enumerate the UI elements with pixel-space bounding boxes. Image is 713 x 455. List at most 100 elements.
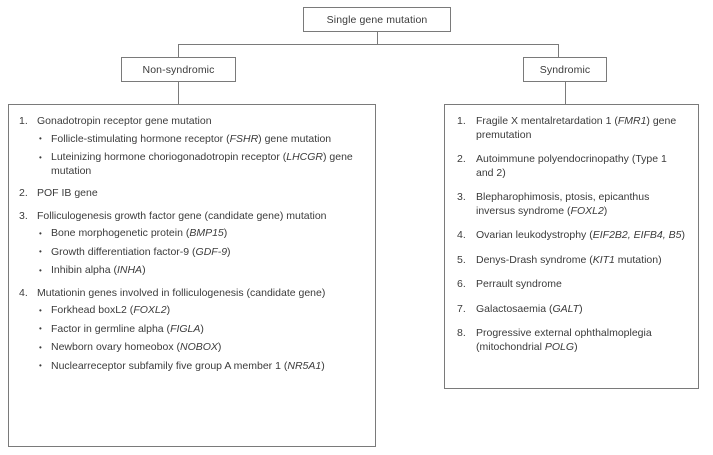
bullet-text-pre: Growth differentiation factor-9 ( <box>51 245 196 258</box>
sub-bullet-item: Factor in germline alpha (FIGLA) <box>37 322 363 337</box>
panel-syndromic-causes: 1. Fragile X mentalretardation 1 (FMR1) g… <box>444 104 699 389</box>
bullet-text-post: ) <box>166 304 171 316</box>
list-item: 3. Blepharophimosis, ptosis, epicanthus i… <box>457 191 686 218</box>
list-item-text-pre: Denys-Drash syndrome ( <box>476 253 593 266</box>
gene-symbol: GDF-9 <box>195 245 228 258</box>
sub-bullet-item: Bone morphogenetic protein (BMP15) <box>37 227 363 241</box>
bullet-text-pre: Follicle-stimulating hormone receptor ( <box>51 132 230 145</box>
sub-bullet-list: Bone morphogenetic protein (BMP15)Growth… <box>37 227 363 278</box>
node-single-gene-mutation: Single gene mutation <box>303 7 451 32</box>
list-item-text: Mutationin genes involved in folliculoge… <box>37 286 326 299</box>
node-non-syndromic-label: Non-syndromic <box>142 63 215 76</box>
list-item-text: Folliculogenesis growth factor gene (can… <box>37 209 327 222</box>
list-item: 2. Autoimmune polyendocrinopathy (Type 1 … <box>457 153 686 180</box>
list-item-number: 8. <box>457 327 466 339</box>
bullet-text-post: ) <box>217 341 222 353</box>
panel-non-syndromic-causes: 1. Gonadotropin receptor gene mutationFol… <box>8 104 376 447</box>
list-item-text-pre: Galactosaemia ( <box>476 302 553 315</box>
list-item: 6. Perrault syndrome <box>457 278 686 292</box>
bullet-text-post: ) <box>223 227 228 239</box>
bullet-text-pre: Inhibin alpha ( <box>51 264 117 276</box>
list-item-text-post: ) <box>574 340 578 353</box>
sub-bullet-item: Nuclearreceptor subfamily five group A m… <box>37 359 363 374</box>
list-item-number: 4. <box>19 286 28 299</box>
bullet-text-pre: Forkhead boxL2 ( <box>51 304 134 316</box>
sub-bullet-list: Follicle-stimulating hormone receptor (F… <box>37 132 363 179</box>
list-item-text-post: ) <box>603 204 608 217</box>
sub-bullet-item: Forkhead boxL2 (FOXL2) <box>37 304 363 318</box>
list-item-number: 7. <box>457 302 466 315</box>
connector-nonsyndromic-to-panel <box>178 82 179 105</box>
connector-syndromic-to-panel <box>565 82 566 105</box>
list-item-text-post: mutation) <box>614 253 662 266</box>
sub-bullet-item: Newborn ovary homeobox (NOBOX) <box>37 341 363 355</box>
sub-bullet-list: Forkhead boxL2 (FOXL2)Factor in germline… <box>37 304 363 373</box>
gene-symbol: FSHR <box>229 132 259 145</box>
sub-bullet-item: Growth differentiation factor-9 (GDF-9) <box>37 245 363 260</box>
non-syndromic-list: 1. Gonadotropin receptor gene mutationFol… <box>19 115 363 373</box>
gene-symbol: LHCGR <box>286 151 323 163</box>
list-item: 4. Ovarian leukodystrophy (EIF2B2, EIFB4,… <box>457 229 686 243</box>
list-item: 1. Gonadotropin receptor gene mutationFol… <box>19 115 363 178</box>
gene-symbol: EIF2B2, EIFB4, B5 <box>592 229 682 241</box>
connector-horizontal-split <box>178 44 559 45</box>
list-item-text-pre: Autoimmune polyendocrinopathy (Type 1 an… <box>476 153 667 179</box>
gene-symbol: FMR1 <box>617 115 647 127</box>
list-item: 4. Mutationin genes involved in folliculo… <box>19 287 363 374</box>
list-item: 2. POF IB gene <box>19 187 363 201</box>
list-item-text-post: ) <box>579 302 583 315</box>
list-item: 1. Fragile X mentalretardation 1 (FMR1) g… <box>457 115 686 142</box>
gene-symbol: KIT1 <box>592 253 615 266</box>
list-item-text-pre: Progressive external ophthalmoplegia (mi… <box>476 327 652 353</box>
list-item-text-pre: Fragile X mentalretardation 1 ( <box>476 115 618 127</box>
list-item-text-pre: Blepharophimosis, ptosis, epicanthus inv… <box>476 191 650 217</box>
bullet-text-post: ) <box>321 359 325 372</box>
bullet-text-post: ) gene mutation <box>51 151 353 177</box>
list-item-number: 6. <box>457 278 466 290</box>
gene-symbol: POLG <box>544 340 575 353</box>
gene-symbol: NOBOX <box>179 341 218 353</box>
gene-symbol: GALT <box>552 302 580 315</box>
bullet-text-pre: Luteinizing hormone choriogonadotropin r… <box>51 151 287 163</box>
list-item-number: 1. <box>457 115 466 127</box>
bullet-text-pre: Factor in germline alpha ( <box>51 322 171 335</box>
bullet-text-post: ) <box>142 264 146 276</box>
list-item: 5. Denys-Drash syndrome (KIT1 mutation) <box>457 254 686 268</box>
gene-symbol: BMP15 <box>189 227 224 239</box>
list-item: 7. Galactosaemia (GALT) <box>457 303 686 317</box>
sub-bullet-item: Inhibin alpha (INHA) <box>37 264 363 278</box>
node-non-syndromic: Non-syndromic <box>121 57 236 82</box>
gene-symbol: FIGLA <box>170 322 201 335</box>
list-item-text: Gonadotropin receptor gene mutation <box>37 115 212 127</box>
bullet-text-pre: Nuclearreceptor subfamily five group A m… <box>51 359 288 372</box>
list-item-text-post: ) <box>681 229 685 241</box>
list-item-number: 1. <box>19 115 28 127</box>
syndromic-list: 1. Fragile X mentalretardation 1 (FMR1) g… <box>457 115 686 354</box>
list-item-number: 3. <box>457 191 466 203</box>
list-item-number: 2. <box>457 153 466 165</box>
sub-bullet-item: Follicle-stimulating hormone receptor (F… <box>37 132 363 147</box>
list-item-text-pre: Perrault syndrome <box>476 278 562 290</box>
connector-split-to-nonsyndromic <box>178 44 179 58</box>
gene-symbol: FOXL2 <box>133 304 167 316</box>
bullet-text-pre: Bone morphogenetic protein ( <box>51 227 190 239</box>
gene-symbol: INHA <box>116 264 143 276</box>
list-item-text-post: ) gene premutation <box>476 115 677 141</box>
list-item-text: POF IB gene <box>37 187 98 199</box>
connector-split-to-syndromic <box>558 44 559 58</box>
gene-symbol: FOXL2 <box>570 204 604 217</box>
connector-root-to-split <box>377 32 378 45</box>
bullet-text-post: ) gene mutation <box>258 132 332 145</box>
list-item-number: 5. <box>457 253 466 266</box>
node-syndromic: Syndromic <box>523 57 607 82</box>
bullet-text-pre: Newborn ovary homeobox ( <box>51 341 180 353</box>
list-item-text-pre: Ovarian leukodystrophy ( <box>476 229 593 241</box>
list-item-number: 4. <box>457 229 466 241</box>
bullet-text-post: ) <box>227 245 231 258</box>
bullet-text-post: ) <box>200 322 204 335</box>
gene-symbol: NR5A1 <box>287 359 322 372</box>
list-item: 8. Progressive external ophthalmoplegia (… <box>457 327 686 354</box>
list-item-number: 2. <box>19 187 28 199</box>
node-root-label: Single gene mutation <box>326 13 428 26</box>
list-item: 3.Folliculogenesis growth factor gene (c… <box>19 210 363 278</box>
